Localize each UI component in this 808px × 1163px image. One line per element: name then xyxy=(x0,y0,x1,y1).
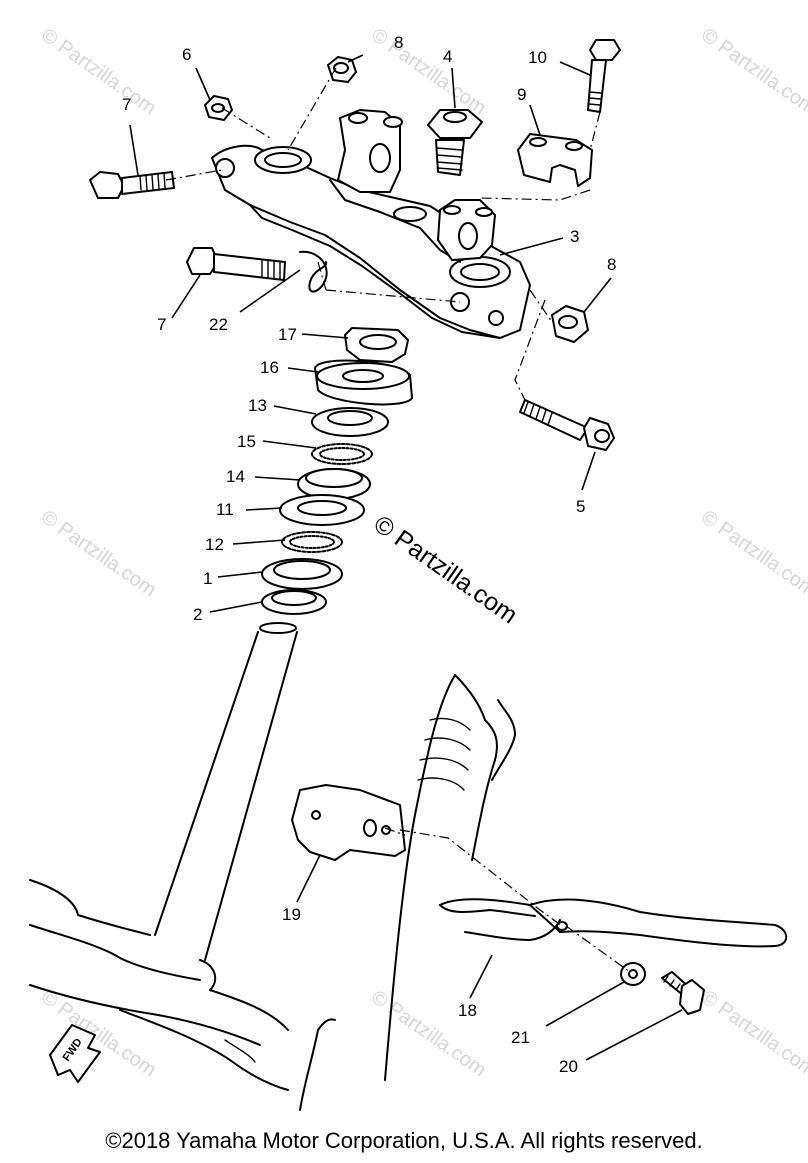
callout-10: 10 xyxy=(528,48,547,67)
copyright-text: ©2018 Yamaha Motor Corporation, U.S.A. A… xyxy=(105,1128,703,1153)
cable-guide-18 xyxy=(439,898,788,948)
callout-12: 12 xyxy=(205,535,224,554)
assembly-lines xyxy=(165,67,631,973)
race-11 xyxy=(279,494,365,526)
callout-15: 15 xyxy=(237,432,256,451)
callout-13: 13 xyxy=(248,396,267,415)
clip-22 xyxy=(299,250,328,293)
bolt-20 xyxy=(661,971,705,1015)
callout-4: 4 xyxy=(443,47,452,66)
callout-11: 11 xyxy=(216,500,234,519)
callout-14: 14 xyxy=(226,467,245,486)
callouts: 8 6 4 10 9 7 3 8 7 22 17 16 13 15 14 5 1… xyxy=(122,33,616,1076)
callout-8: 8 xyxy=(394,33,403,52)
handlebar-cap-9 xyxy=(517,133,593,187)
callout-6: 6 xyxy=(182,45,191,64)
ball-bearing-12 xyxy=(281,531,343,553)
watermark-center: © Partzilla.com xyxy=(369,510,523,630)
callout-7: 7 xyxy=(122,95,131,114)
callout-leaders xyxy=(129,54,683,1061)
bolt-10 xyxy=(587,39,621,113)
callout-19: 19 xyxy=(282,905,301,924)
callout-1: 1 xyxy=(203,569,212,588)
callout-17: 17 xyxy=(278,325,297,344)
bolt-4 xyxy=(427,109,483,176)
ball-bearing-15 xyxy=(311,443,373,465)
callout-3: 3 xyxy=(570,227,579,246)
watermark: © Partzilla.com xyxy=(37,24,160,119)
callout-7: 7 xyxy=(157,315,166,334)
callout-5: 5 xyxy=(576,497,585,516)
race-13 xyxy=(311,407,389,437)
callout-2: 2 xyxy=(193,605,202,624)
nut-8-right xyxy=(551,305,589,343)
watermark: © Partzilla.com xyxy=(697,24,808,119)
bolt-5 xyxy=(519,399,615,451)
steering-stem-frame: FWD xyxy=(29,622,516,1111)
watermark: © Partzilla.com xyxy=(697,506,808,601)
callout-8: 8 xyxy=(607,255,616,274)
callout-22: 22 xyxy=(209,315,228,334)
callout-9: 9 xyxy=(517,85,526,104)
bolt-7-lower xyxy=(186,247,286,281)
ring-nut-17 xyxy=(344,327,409,363)
washer-16 xyxy=(314,359,413,406)
bolt-7-upper xyxy=(89,171,175,199)
watermark: © Partzilla.com xyxy=(697,986,808,1081)
upper-bracket xyxy=(211,109,531,339)
callout-21: 21 xyxy=(511,1028,530,1047)
race-14 xyxy=(297,468,371,500)
watermark: © Partzilla.com xyxy=(367,24,490,119)
callout-18: 18 xyxy=(458,1001,477,1020)
nut-6 xyxy=(204,95,233,121)
washer-21 xyxy=(620,962,646,986)
seal-2 xyxy=(261,589,327,615)
watermark: © Partzilla.com xyxy=(37,506,160,601)
bracket-19 xyxy=(291,784,406,861)
nut-8-top xyxy=(327,56,357,83)
race-1 xyxy=(261,558,343,590)
callout-16: 16 xyxy=(260,358,279,377)
callout-20: 20 xyxy=(559,1057,578,1076)
